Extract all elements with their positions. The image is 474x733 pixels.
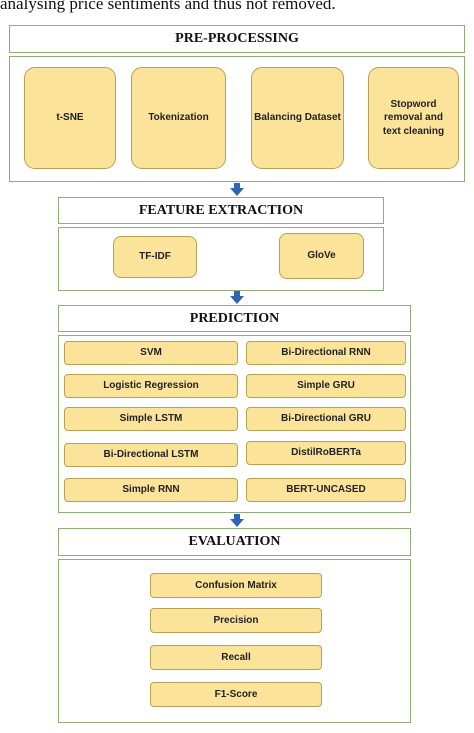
preprocessing-tsne: t-SNE <box>24 67 116 169</box>
caption-text-fragment: analysing price sentiments and thus not … <box>0 0 336 13</box>
feature-tfidf: TF-IDF <box>113 236 197 278</box>
preprocessing-balancing-dataset: Balancing Dataset <box>251 67 344 169</box>
evaluation-precision: Precision <box>150 608 322 633</box>
evaluation-recall: Recall <box>150 645 322 670</box>
prediction-bidirectional-lstm: Bi-Directional LSTM <box>64 443 238 467</box>
prediction-logistic-regression: Logistic Regression <box>64 374 238 398</box>
prediction-bidirectional-gru: Bi-Directional GRU <box>246 407 406 431</box>
prediction-distilroberta: DistilRoBERTa <box>246 441 406 465</box>
feature-glove: GloVe <box>279 233 364 279</box>
down-arrow-icon <box>230 183 244 196</box>
prediction-simple-lstm: Simple LSTM <box>64 407 238 431</box>
down-arrow-icon <box>230 514 244 527</box>
prediction-simple-rnn: Simple RNN <box>64 478 238 502</box>
prediction-svm: SVM <box>64 341 238 365</box>
evaluation-header: EVALUATION <box>58 528 411 556</box>
evaluation-f1-score: F1-Score <box>150 682 322 707</box>
down-arrow-icon <box>230 291 244 304</box>
feature-extraction-header: FEATURE EXTRACTION <box>58 197 384 224</box>
prediction-header: PREDICTION <box>58 305 411 332</box>
preprocessing-tokenization: Tokenization <box>131 67 226 169</box>
prediction-simple-gru: Simple GRU <box>246 374 406 398</box>
prediction-bert-uncased: BERT-UNCASED <box>246 478 406 502</box>
preprocessing-header: PRE-PROCESSING <box>9 25 465 53</box>
evaluation-confusion-matrix: Confusion Matrix <box>150 573 322 598</box>
prediction-bidirectional-rnn: Bi-Directional RNN <box>246 341 406 365</box>
preprocessing-stopword-removal: Stopword removal and text cleaning <box>368 67 459 169</box>
